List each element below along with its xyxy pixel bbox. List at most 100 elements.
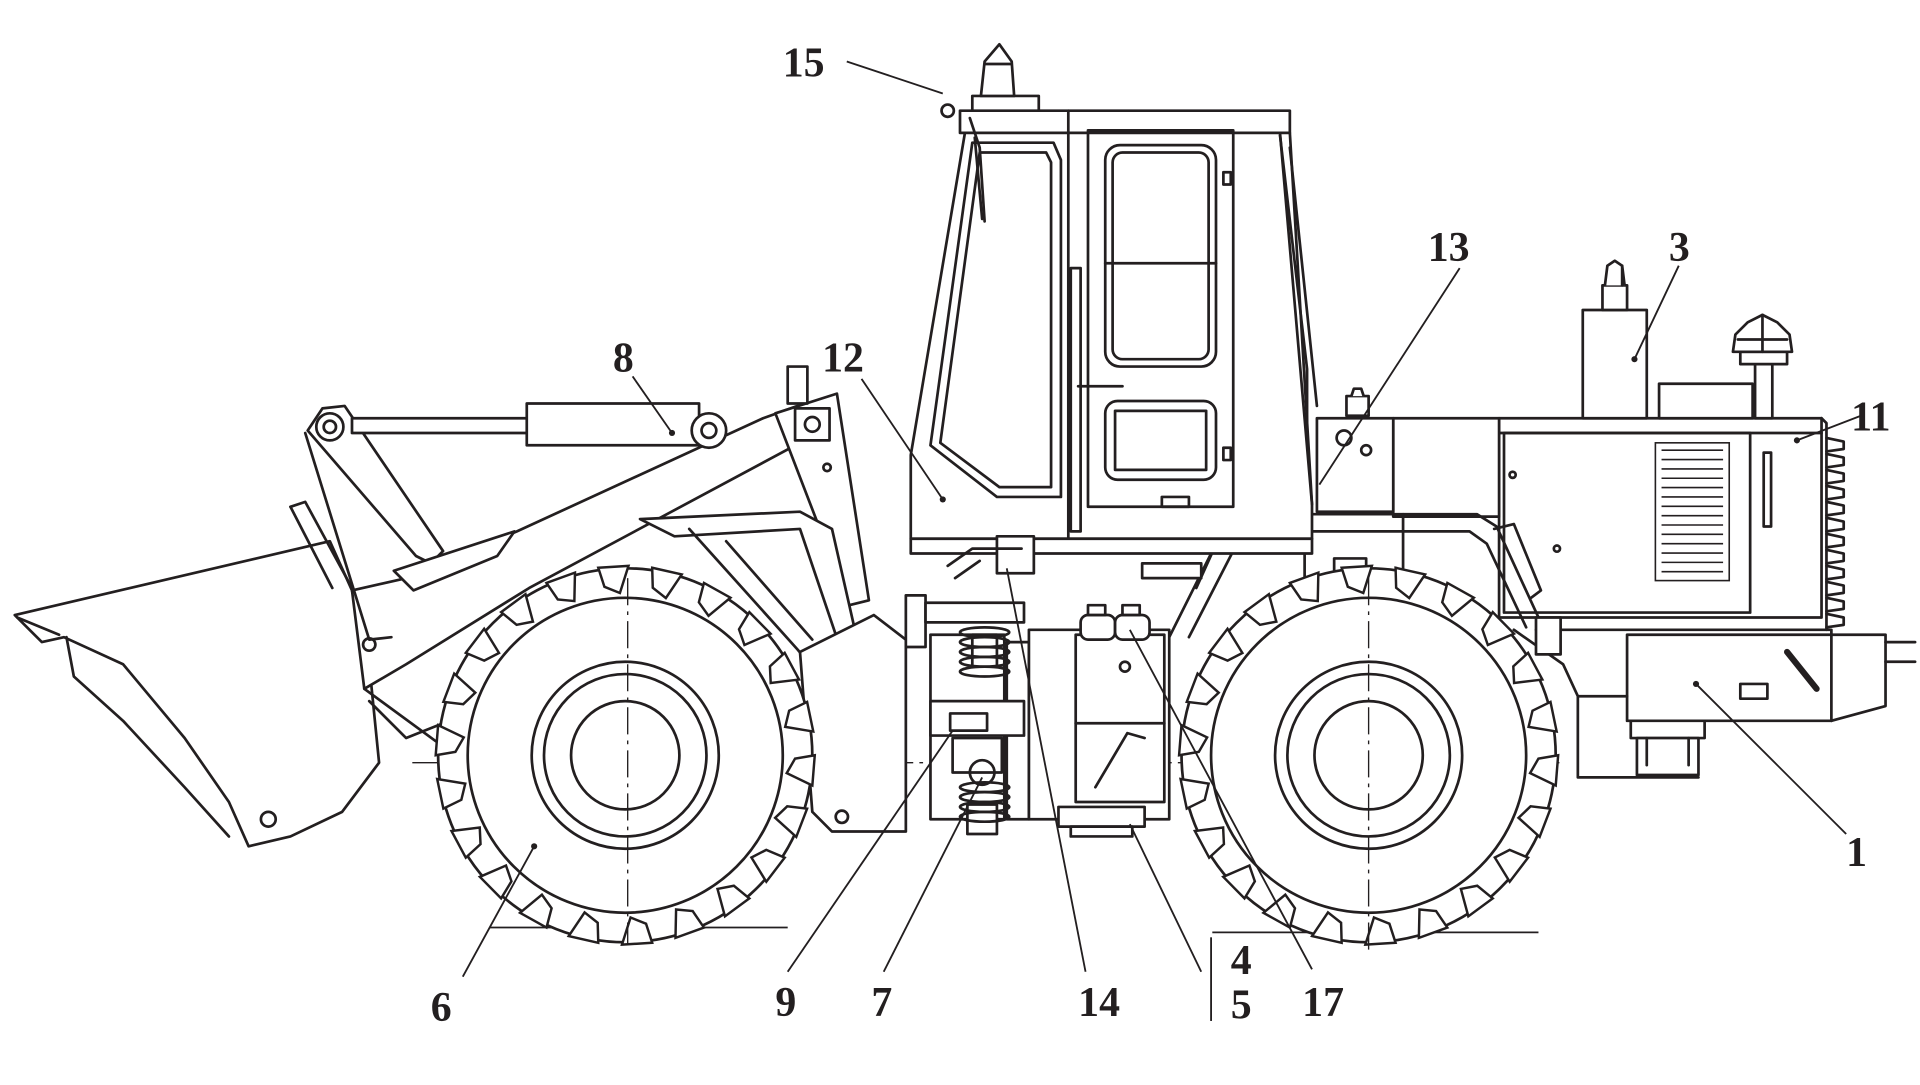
radiator-fin xyxy=(1825,484,1846,501)
rear-wheel-tread-lug xyxy=(1185,671,1221,706)
rear-wheel-tread-lug xyxy=(1178,777,1211,811)
leader-45 xyxy=(1129,823,1203,973)
leader-3 xyxy=(1633,265,1680,360)
air-precleaner xyxy=(1731,313,1794,420)
leader-15 xyxy=(846,60,944,95)
front-wheel-tread-lug xyxy=(441,671,478,706)
rear-wheel-tread-lug xyxy=(1363,915,1398,947)
rear-wheel-tread-lug xyxy=(1242,592,1278,627)
beacon-light xyxy=(979,42,1016,98)
callout-6: 6 xyxy=(431,985,452,1031)
front-wheel-tread-lug xyxy=(463,626,501,663)
front-wheel-hub xyxy=(569,699,681,811)
leader-17 xyxy=(1129,629,1313,970)
rear-wheel-tread-lug xyxy=(1459,884,1495,919)
callout-7: 7 xyxy=(871,980,892,1026)
engine-grille xyxy=(1654,442,1731,582)
rear-wheel-tread-lug xyxy=(1440,581,1476,618)
rear-wheel-tread-lug xyxy=(1221,863,1257,901)
leader-6 xyxy=(461,845,535,978)
hydraulic-tank xyxy=(1074,633,1166,804)
front-wheel-tread-lug xyxy=(434,723,466,757)
articulation-joint xyxy=(904,534,1171,838)
leader-9 xyxy=(786,730,954,973)
leader-7 xyxy=(882,776,983,973)
callout-leaders xyxy=(461,60,1862,1021)
front-wheel-tread-lug xyxy=(715,884,752,919)
front-wheel-tread-lug xyxy=(784,753,817,788)
radiator-fin xyxy=(1825,532,1846,549)
leader-12 xyxy=(860,378,944,500)
leader-8 xyxy=(631,375,673,434)
rear-wheel-tread-lug xyxy=(1527,700,1559,734)
bucket-cylinder xyxy=(350,416,531,435)
radiator-fin xyxy=(1825,436,1846,453)
callout-3: 3 xyxy=(1669,225,1690,271)
front-wheel-tread-lug xyxy=(449,826,482,860)
rear-wheel-tread-lug xyxy=(1287,570,1320,603)
callout-labels: 15 13 3 8 12 11 1 6 9 7 14 4 5 17 xyxy=(431,40,1891,1031)
front-wheel-tread-lug xyxy=(477,863,513,901)
spring-coil xyxy=(958,665,1011,678)
radiator-fin xyxy=(1825,500,1846,517)
front-wheel-tread-lug xyxy=(566,910,600,945)
radiator-fin xyxy=(1825,548,1846,565)
radiator-fin xyxy=(1825,612,1846,629)
front-wheel-tread-lug xyxy=(697,581,733,618)
rear-wheel-tread-lug xyxy=(1481,610,1517,647)
front-wheel-tread-lug xyxy=(783,700,815,734)
leader-11 xyxy=(1796,414,1862,442)
callout-11: 11 xyxy=(1851,395,1891,441)
operator-cab xyxy=(909,42,1319,555)
counterweight xyxy=(1625,633,1833,723)
rear-wheel-tread-lug xyxy=(1192,826,1226,860)
spring-coil xyxy=(958,810,1011,824)
rear-wheel-tread-lug xyxy=(1516,805,1553,840)
callout-8: 8 xyxy=(613,335,634,381)
rear-wheel-tread-lug xyxy=(1493,848,1531,884)
callout-14: 14 xyxy=(1078,980,1120,1026)
front-wheel-tread-lug xyxy=(737,610,773,647)
rear-wheel-tread-lug xyxy=(1310,910,1343,945)
front-wheel-tread-lug xyxy=(596,564,631,595)
radiator-fin xyxy=(1825,580,1846,597)
callout-1: 1 xyxy=(1846,830,1867,876)
front-wheel-tread-lug xyxy=(773,805,809,840)
front-wheel-tread-lug xyxy=(749,848,787,884)
callout-4: 4 xyxy=(1231,938,1252,984)
front-wheel-tread-lug xyxy=(620,915,654,947)
rear-wheel-tread-lug xyxy=(1207,626,1245,663)
callout-5: 5 xyxy=(1231,983,1252,1029)
front-wheel-tread-lug xyxy=(650,566,684,600)
leader-1 xyxy=(1695,683,1847,835)
rear-wheel-tread-lug xyxy=(1177,723,1209,757)
callout-12: 12 xyxy=(822,335,864,381)
front-wheel-tread-lug xyxy=(517,892,553,930)
rear-wheel-tread-lug xyxy=(1512,650,1545,685)
radiator-fin xyxy=(1825,516,1846,533)
callout-15: 15 xyxy=(783,40,825,86)
front-wheel-tread-lug xyxy=(768,650,801,685)
callout-17: 17 xyxy=(1302,980,1344,1026)
front-wheel-tread-lug xyxy=(544,570,577,603)
leader-14 xyxy=(1005,568,1087,972)
front-wheel-tread-lug xyxy=(499,592,535,627)
radiator-fin xyxy=(1825,564,1846,581)
exhaust-muffler xyxy=(1581,308,1649,420)
radiator-fin xyxy=(1825,468,1846,485)
loader-boom xyxy=(13,365,908,848)
leader-13 xyxy=(1318,267,1461,486)
front-wheel xyxy=(434,564,817,947)
rear-wheel-tread-lug xyxy=(1528,753,1560,788)
rear-wheel-tread-lug xyxy=(1394,566,1428,600)
rear-wheel-tread-lug xyxy=(1339,564,1374,595)
callout-13: 13 xyxy=(1428,225,1470,271)
front-wheel-tread-lug xyxy=(435,777,467,811)
front-wheel-rim xyxy=(530,660,721,851)
rear-wheel-tread-lug xyxy=(1417,908,1450,940)
front-wheel-tread-lug xyxy=(674,908,706,940)
radiator-fin xyxy=(1825,452,1846,469)
callout-9: 9 xyxy=(775,980,796,1026)
